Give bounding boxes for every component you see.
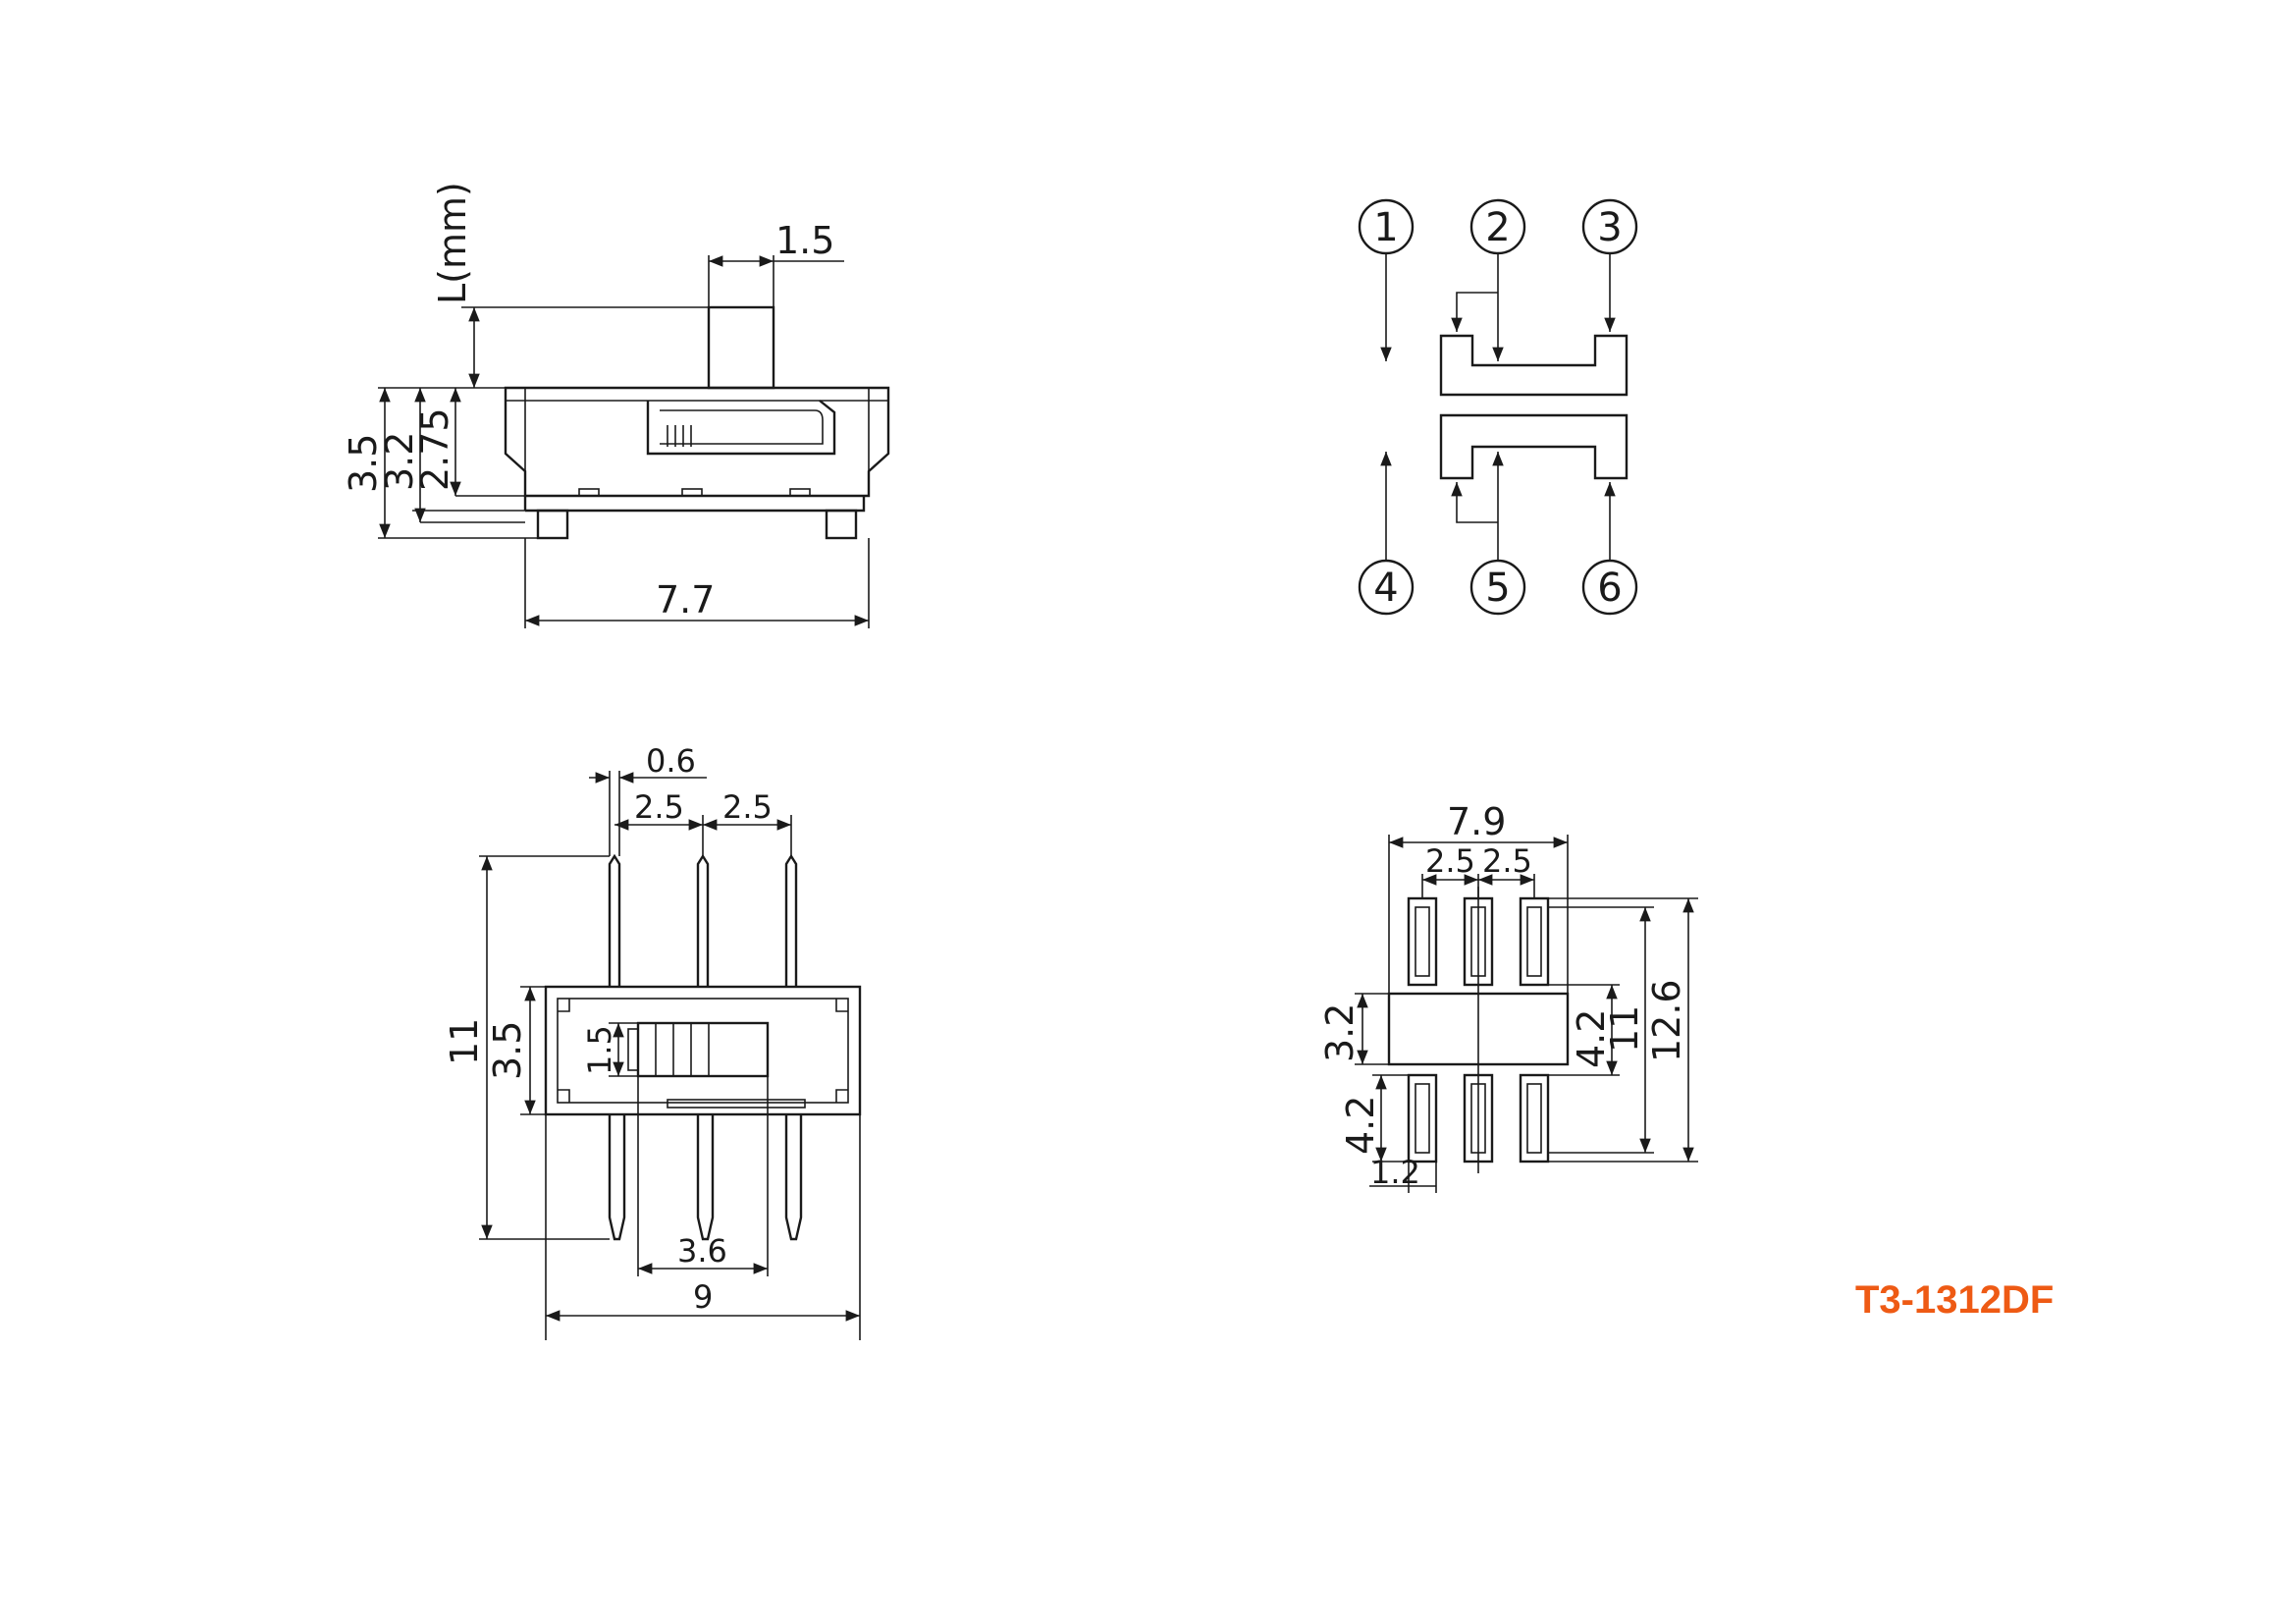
pin-label-1: 1 bbox=[1373, 205, 1398, 250]
dim-fp-pitch-left: 2.5 bbox=[1425, 842, 1475, 880]
dim-knob-width: 1.5 bbox=[775, 219, 834, 262]
dim-pin-width: 0.6 bbox=[646, 742, 696, 780]
dim-fp-body-height: 3.2 bbox=[1318, 1003, 1362, 1062]
model-number: T3-1312DF bbox=[1855, 1278, 2055, 1322]
dim-pad-length: 4.2 bbox=[1339, 1096, 1382, 1155]
footprint-view: 7.9 2.5 2.5 3.2 4.2 11 12.6 4.2 bbox=[1318, 800, 1698, 1193]
pin-label-3: 3 bbox=[1597, 205, 1622, 250]
dim-height-body: 3.2 bbox=[378, 432, 421, 491]
pin-label-5: 5 bbox=[1485, 566, 1510, 611]
dim-height-total: 3.5 bbox=[342, 434, 385, 493]
side-view: 1.5 L(mm) 3.5 3.2 2.75 7.7 bbox=[342, 182, 890, 628]
dim-knob-height: 1.5 bbox=[581, 1025, 618, 1075]
front-view: 0.6 2.5 2.5 11 3.5 1.5 3.6 9 bbox=[443, 742, 862, 1340]
dim-overall-width: 7.9 bbox=[1447, 800, 1506, 843]
dim-body-length: 9 bbox=[693, 1278, 713, 1316]
dim-row-gap: 4.2 bbox=[1570, 1009, 1613, 1068]
pin-label-6: 6 bbox=[1597, 566, 1622, 611]
dim-pitch-left: 2.5 bbox=[634, 788, 684, 826]
dim-pitch-right: 2.5 bbox=[722, 788, 773, 826]
dim-fp-pitch-right: 2.5 bbox=[1482, 842, 1532, 880]
dim-body-height: 3.5 bbox=[486, 1021, 529, 1080]
dim-length: 7.7 bbox=[656, 578, 715, 622]
schematic-view: 1 2 3 4 5 6 bbox=[1358, 198, 1638, 616]
dim-pad-width: 1.2 bbox=[1370, 1154, 1420, 1191]
dim-overall-height: 11 bbox=[443, 1018, 486, 1065]
pin-label-4: 4 bbox=[1373, 566, 1398, 611]
dim-slider-travel: 3.6 bbox=[677, 1232, 727, 1270]
dim-height-housing: 2.75 bbox=[413, 407, 456, 491]
dim-span-11: 11 bbox=[1603, 1005, 1646, 1053]
pin-label-2: 2 bbox=[1485, 205, 1510, 250]
dim-span-12-6: 12.6 bbox=[1645, 979, 1688, 1062]
dim-unit-label: L(mm) bbox=[431, 182, 474, 304]
